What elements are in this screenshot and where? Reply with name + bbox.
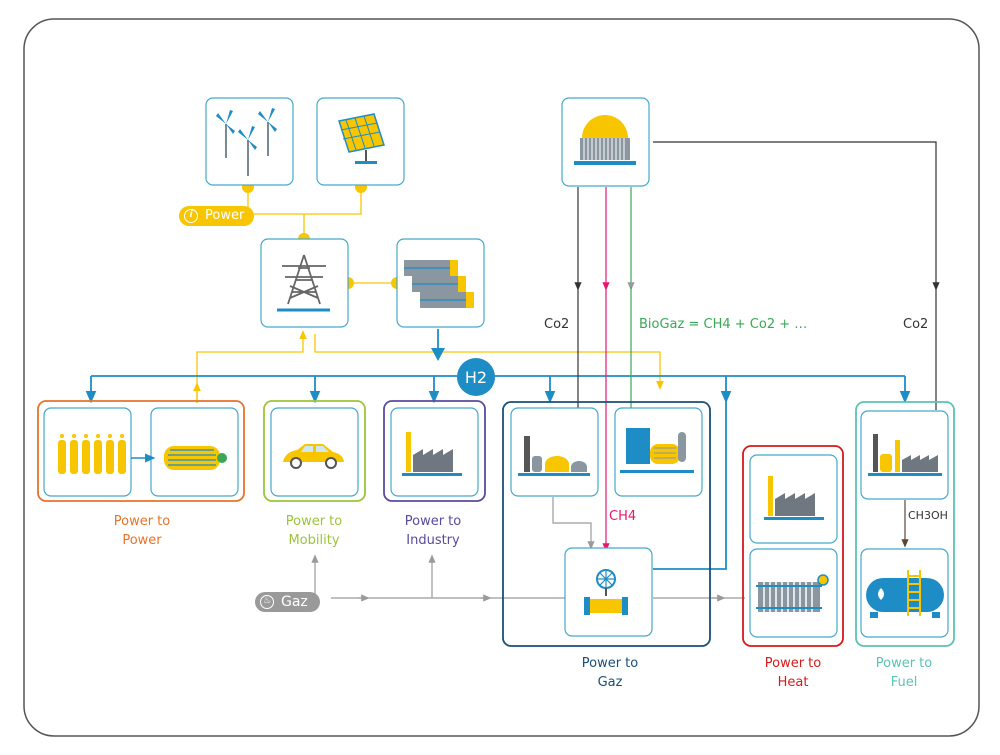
group-power-to-power xyxy=(37,400,245,502)
co2-lines xyxy=(552,141,940,552)
fuel-synthesis-plant-icon xyxy=(868,434,942,476)
ch4-label: CH4 xyxy=(609,509,637,524)
group-power-to-industry xyxy=(383,400,486,502)
hydrogen-cylinders-icon xyxy=(58,434,126,474)
group-power-to-mobility xyxy=(263,400,366,502)
electrolyser-icon xyxy=(620,428,694,473)
outer-frame xyxy=(23,18,980,737)
car-icon xyxy=(283,444,344,469)
power-network xyxy=(193,187,664,403)
flame-icon: ♨ xyxy=(260,595,274,609)
biogas-digester-icon xyxy=(574,115,636,165)
factory-icon xyxy=(402,432,462,476)
co2-label-right: Co2 xyxy=(903,317,929,332)
lightning-icon: i xyxy=(184,209,198,223)
group-power-to-heat xyxy=(742,445,844,647)
methanation-plant-icon xyxy=(518,436,590,476)
gas-valve-icon xyxy=(584,569,628,615)
biogaz-label: BioGaz = CH4 + Co2 + … xyxy=(639,317,808,332)
h2-network xyxy=(85,329,911,570)
heat-factory-icon xyxy=(764,476,824,520)
group-power-to-gaz xyxy=(502,401,711,647)
gaz-pill-label: Gaz xyxy=(281,594,308,610)
group-power-to-fuel xyxy=(855,401,955,647)
h2-label: H2 xyxy=(465,368,487,387)
wind-turbine-icon xyxy=(216,108,277,176)
solar-panel-icon xyxy=(338,113,385,164)
fuel-tank-icon xyxy=(866,570,944,618)
power-pill-label: Power xyxy=(205,208,245,223)
ch3oh-label: CH3OH xyxy=(908,509,948,522)
h2-badge xyxy=(457,358,495,396)
gaz-pill: ♨ Gaz xyxy=(255,592,320,612)
gas-network xyxy=(311,554,745,602)
battery-storage-icon xyxy=(404,260,474,308)
power-pill: i Power xyxy=(179,206,255,226)
co2-label-left: Co2 xyxy=(544,317,570,332)
power-pylon-icon xyxy=(277,254,330,312)
fuel-cell-icon xyxy=(164,446,227,470)
radiator-icon xyxy=(756,574,829,612)
